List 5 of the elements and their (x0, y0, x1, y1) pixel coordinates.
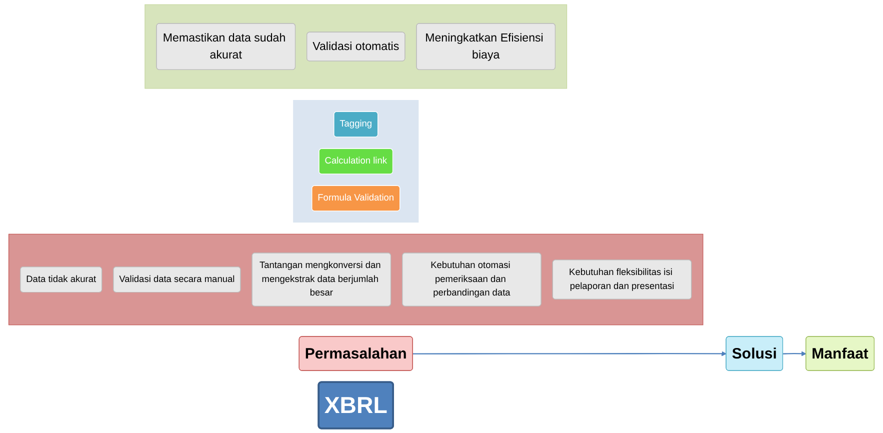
arrow (783, 351, 806, 356)
cluster (293, 100, 419, 223)
cluster (8, 234, 704, 326)
cluster (144, 4, 568, 89)
arrow (412, 351, 727, 356)
